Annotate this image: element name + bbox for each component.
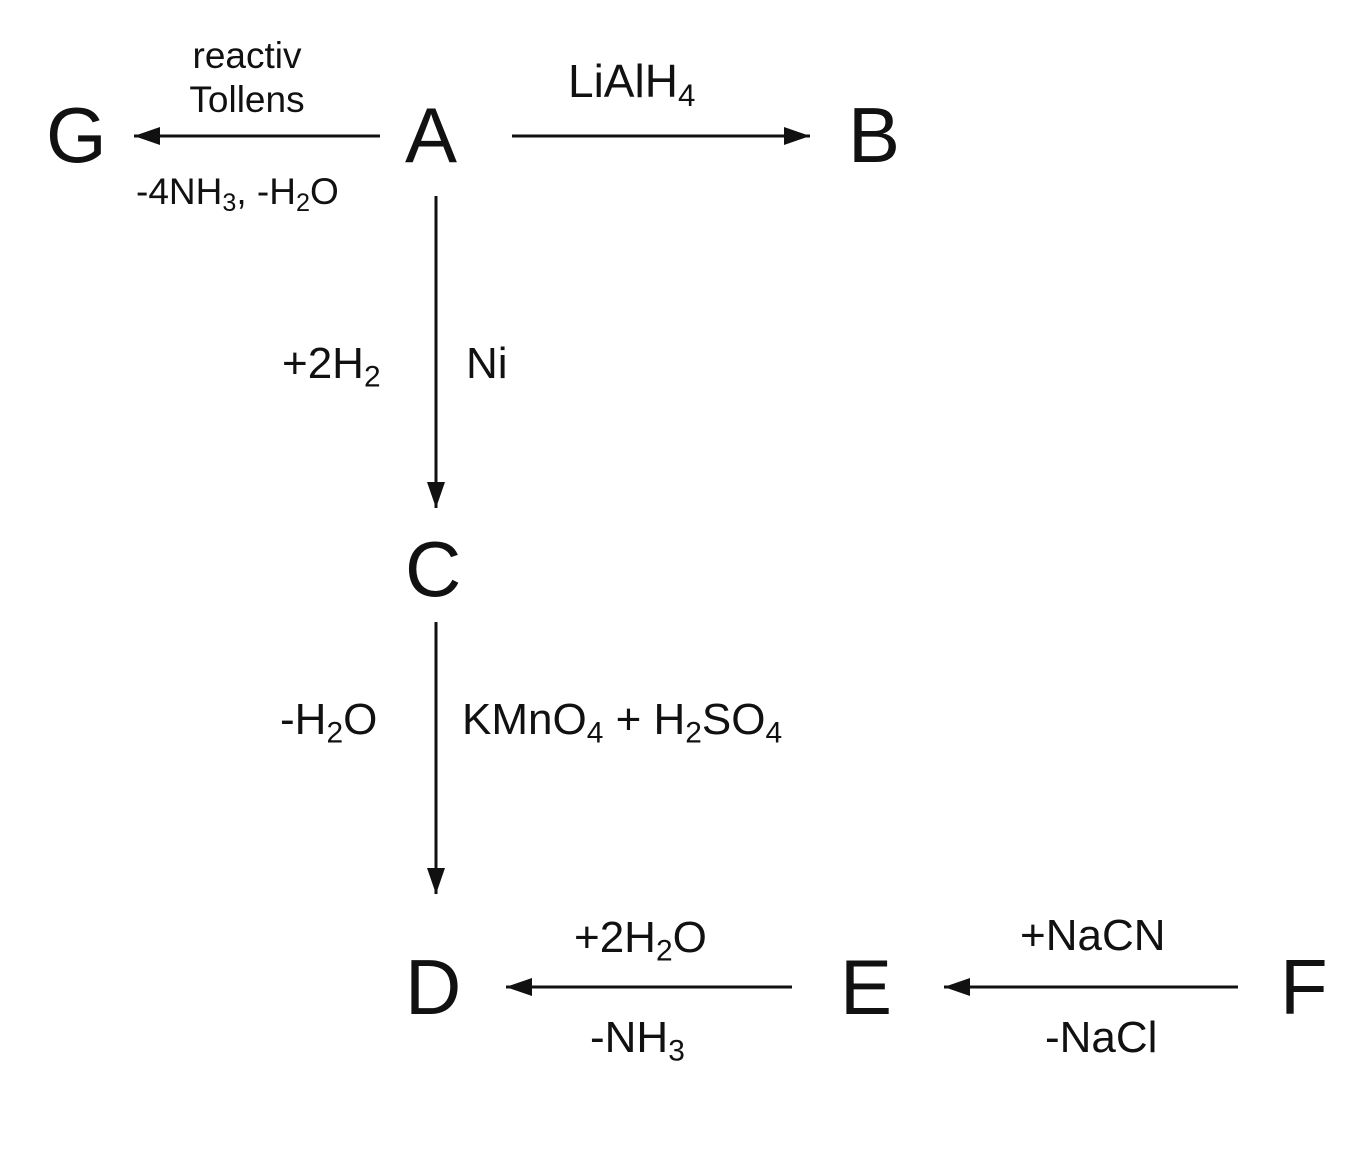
arrow-f-to-e: [944, 978, 1238, 996]
node-b: B: [848, 91, 901, 179]
label-minus-nacl: -NaCl: [1045, 1013, 1158, 1062]
label-kmno4-h2so4: KMnO4 + H2SO4: [462, 695, 783, 750]
label-plus-nacn: +NaCN: [1020, 911, 1166, 960]
node-a: A: [405, 91, 458, 179]
arrow-a-to-g: [134, 127, 380, 145]
node-f: F: [1280, 943, 1328, 1031]
node-e: E: [840, 943, 893, 1031]
label-lialh4: LiAlH4: [568, 55, 696, 113]
label-tollens-byproducts: -4NH3, -H2O: [136, 171, 339, 218]
arrow-a-to-b: [512, 127, 810, 145]
label-tollens-line2: Tollens: [189, 79, 305, 121]
node-g: G: [46, 91, 107, 179]
label-tollens-reagent: reactiv Tollens: [172, 34, 322, 123]
node-d: D: [405, 943, 462, 1031]
label-ni-catalyst: Ni: [466, 339, 508, 388]
node-c: C: [405, 525, 462, 613]
arrow-e-to-d: [506, 978, 792, 996]
label-plus-2h2o: +2H2O: [574, 913, 707, 968]
label-plus-2h2: +2H2: [282, 339, 381, 394]
label-tollens-line1: reactiv: [192, 35, 302, 76]
label-minus-h2o: -H2O: [280, 695, 378, 750]
arrow-c-to-d: [427, 622, 445, 894]
label-minus-nh3: -NH3: [590, 1013, 685, 1068]
arrow-a-to-c: [427, 196, 445, 508]
